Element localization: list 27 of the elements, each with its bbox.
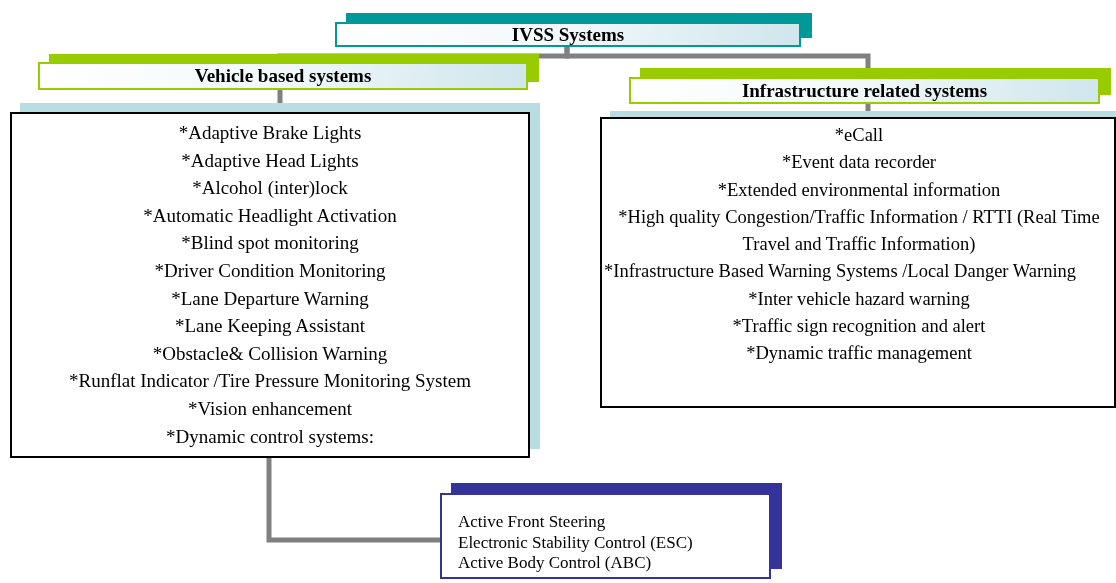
list-item: *Adaptive Brake Lights <box>177 121 363 145</box>
list-item: Electronic Stability Control (ESC) <box>458 532 694 553</box>
list-item: *Traffic sign recognition and alert <box>731 315 987 339</box>
list-item: *Adaptive Head Lights <box>180 148 360 173</box>
list-item: *Runflat Indicator /Tire Pressure Monitoring System <box>68 369 472 394</box>
list-item: *Blind spot monitoring <box>180 231 360 256</box>
list-item: *Event data recorder <box>780 151 938 175</box>
list-item: *eCall <box>833 124 885 147</box>
list-item: *Inter vehicle hazard warning <box>747 287 971 311</box>
list-item: *Dynamic traffic management <box>745 342 973 366</box>
list-item: *Vision enhancement <box>187 396 353 421</box>
list-item: *High quality Congestion/Traffic Information / RTTI (Real Time Travel and Traffic Information) <box>617 205 1101 257</box>
list-item: Active Front Steering <box>458 512 607 533</box>
list-item: *Dynamic control systems: <box>165 424 375 449</box>
header-label: Infrastructure related systems <box>740 79 989 102</box>
list-item: *Alcohol (inter)lock <box>191 176 349 201</box>
list-item: *Obstacle& Collision Warning <box>151 341 389 366</box>
header-label: Vehicle based systems <box>193 64 373 88</box>
list-item: *Infrastructure Based Warning Systems /Local Danger Warning <box>604 260 1078 284</box>
list-item: *Automatic Headlight Activation <box>142 203 398 228</box>
list-item: Active Body Control (ABC) <box>458 553 653 574</box>
header-label: IVSS Systems <box>510 24 626 45</box>
list-item: *Driver Condition Monitoring <box>153 258 387 283</box>
list-item: *Extended environmental information <box>716 178 1002 202</box>
list-item: *Lane Departure Warning <box>170 286 370 311</box>
connector-line <box>266 458 440 543</box>
list-item: *Lane Keeping Assistant <box>174 314 366 339</box>
